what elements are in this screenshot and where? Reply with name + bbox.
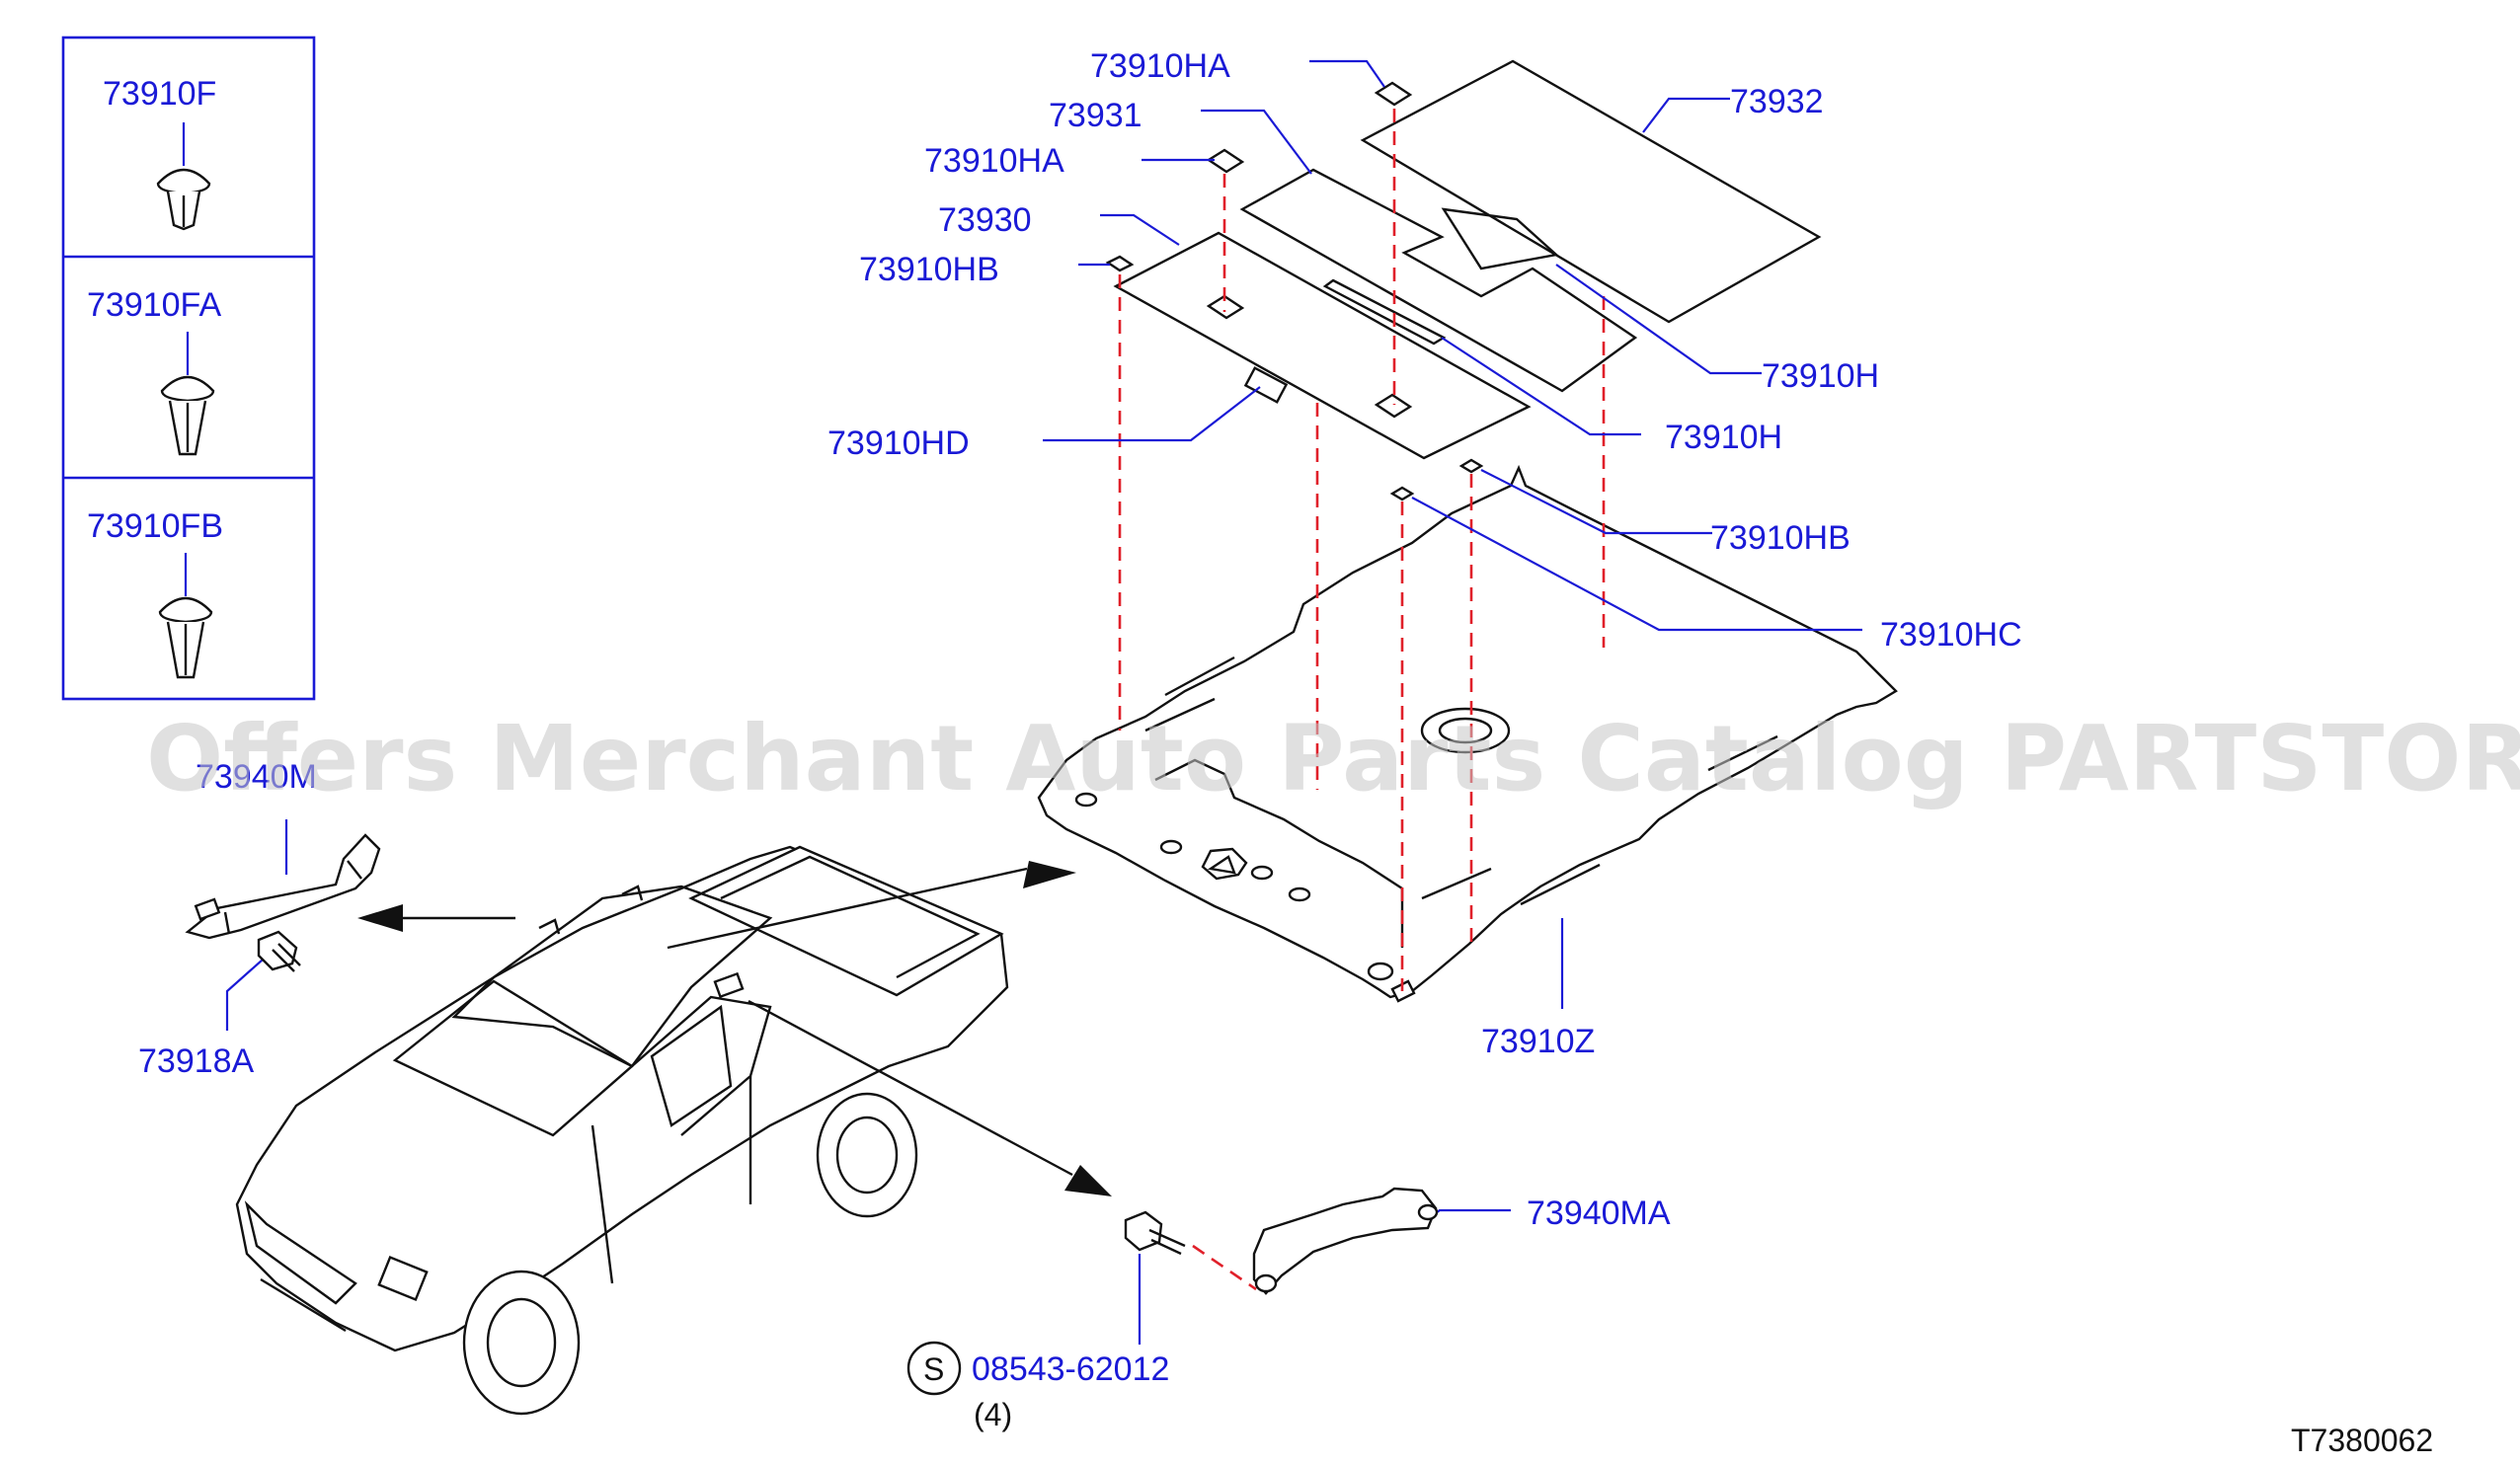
label-73932[interactable]: 73932 xyxy=(1730,83,1824,120)
bolt-08543-62012[interactable] xyxy=(1124,1210,1186,1256)
assist-grip-73940ma[interactable] xyxy=(1252,1187,1439,1295)
label-73910fa: 73910FA xyxy=(87,286,221,324)
diagram-id: T7380062 xyxy=(2291,1423,2433,1458)
label-73910fb: 73910FB xyxy=(87,507,223,545)
assist-grip-73940m[interactable] xyxy=(185,833,381,940)
panel-73932[interactable] xyxy=(1360,59,1822,324)
label-73910ha-top[interactable]: 73910HA xyxy=(1090,47,1230,85)
label-73931[interactable]: 73931 xyxy=(1049,97,1142,134)
pad-73910ha-panel xyxy=(1206,294,1413,419)
pad-73910ha-top[interactable] xyxy=(1374,81,1413,107)
part-labels: 73910HA 73931 73932 73910HA 73930 73910H… xyxy=(138,47,2433,1458)
bolt-quantity: (4) xyxy=(974,1397,1012,1432)
panel-73931[interactable] xyxy=(1239,168,1638,393)
label-73910hb-left[interactable]: 73910HB xyxy=(859,251,999,288)
roof-lamp-opening xyxy=(1420,707,1511,754)
pad-73910hb-roof xyxy=(1389,458,1484,501)
screw-73918a[interactable] xyxy=(257,930,301,972)
label-73910hd[interactable]: 73910HD xyxy=(827,424,970,462)
label-73930[interactable]: 73930 xyxy=(938,201,1032,239)
label-73910ha-mid[interactable]: 73910HA xyxy=(924,142,1064,180)
s-marker-circle xyxy=(906,1341,962,1396)
clip-73910fa[interactable]: 73910FA xyxy=(87,286,221,456)
label-08543-62012[interactable]: 08543-62012 xyxy=(972,1350,1169,1388)
label-73910hc[interactable]: 73910HC xyxy=(1880,616,2022,654)
pickup-truck-illustration xyxy=(235,845,1112,1416)
label-73910h-upper[interactable]: 73910H xyxy=(1762,357,1879,395)
clip-inset-panel xyxy=(61,36,316,701)
alignment-lines xyxy=(1118,109,1606,1291)
headlining-73910z[interactable] xyxy=(1037,464,1898,1003)
label-73910z[interactable]: 73910Z xyxy=(1481,1023,1595,1060)
clip-73910fb[interactable]: 73910FB xyxy=(87,507,223,679)
label-73910h-lower[interactable]: 73910H xyxy=(1665,419,1782,456)
label-73940ma[interactable]: 73940MA xyxy=(1527,1195,1671,1232)
handle-recess-left xyxy=(1201,847,1248,881)
pad-73910ha-mid[interactable] xyxy=(1206,148,1245,174)
label-73918a[interactable]: 73918A xyxy=(138,1042,255,1080)
watermark: Offers Merchant Auto Parts Catalog PARTS… xyxy=(146,706,2520,811)
label-73940m[interactable]: 73940M xyxy=(196,758,317,796)
label-73910hb-right[interactable]: 73910HB xyxy=(1710,519,1851,557)
pad-73910hb-left[interactable] xyxy=(1105,255,1135,272)
pad-73910hd xyxy=(1243,366,1289,404)
clip-73910f[interactable]: 73910F xyxy=(103,75,216,231)
s-marker-letter: S xyxy=(923,1351,944,1387)
panel-73930[interactable] xyxy=(1113,231,1532,460)
label-73910f: 73910F xyxy=(103,75,216,113)
